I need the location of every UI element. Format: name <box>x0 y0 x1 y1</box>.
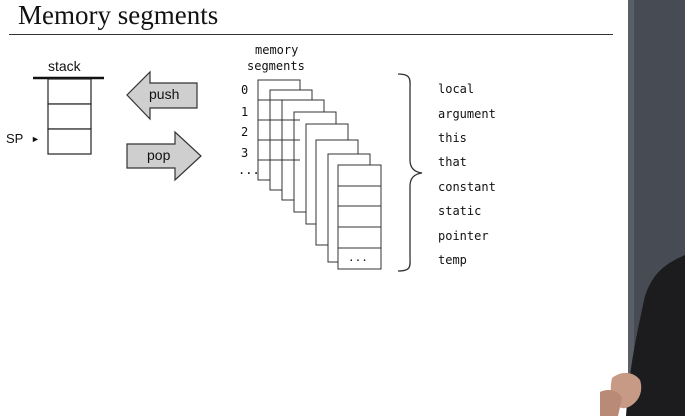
memory-header-line2: segments <box>247 59 305 73</box>
segment-name-temp: temp <box>438 253 467 267</box>
segment-name-this: this <box>438 131 467 145</box>
segment-index: 1 <box>241 105 249 119</box>
segment-name-constant: constant <box>438 180 496 194</box>
segment-name-that: that <box>438 155 467 169</box>
segment-index: 2 <box>241 125 249 139</box>
title-divider <box>9 34 613 35</box>
segment-name-static: static <box>438 204 482 218</box>
segment-ellipsis: ... <box>348 251 368 264</box>
stack-cell <box>47 103 92 130</box>
pop-button[interactable]: pop <box>147 147 171 163</box>
segment-index: 3 <box>241 146 249 160</box>
pop-arrow-shape <box>126 130 202 182</box>
sp-pointer-icon: ► <box>31 134 40 144</box>
segment-index: ... <box>238 163 260 177</box>
segment-name-argument: argument <box>438 107 496 121</box>
segments-brace <box>397 73 423 272</box>
push-button[interactable]: push <box>149 86 180 102</box>
segment-index: 0 <box>241 83 249 97</box>
segment-sheet-front <box>337 164 382 270</box>
stack-cell <box>47 128 92 155</box>
segment-name-local: local <box>438 82 475 96</box>
segment-name-pointer: pointer <box>438 229 489 243</box>
segment-lines <box>258 99 381 249</box>
sp-label: SP <box>6 131 24 146</box>
memory-segment-stack <box>257 79 382 270</box>
memory-header-line1: memory <box>255 43 299 57</box>
stack-label: stack <box>48 58 81 74</box>
slide-title: Memory segments <box>18 0 219 30</box>
push-arrow-shape <box>126 70 198 121</box>
presenter-video <box>600 0 685 416</box>
stack-cell <box>47 78 92 105</box>
